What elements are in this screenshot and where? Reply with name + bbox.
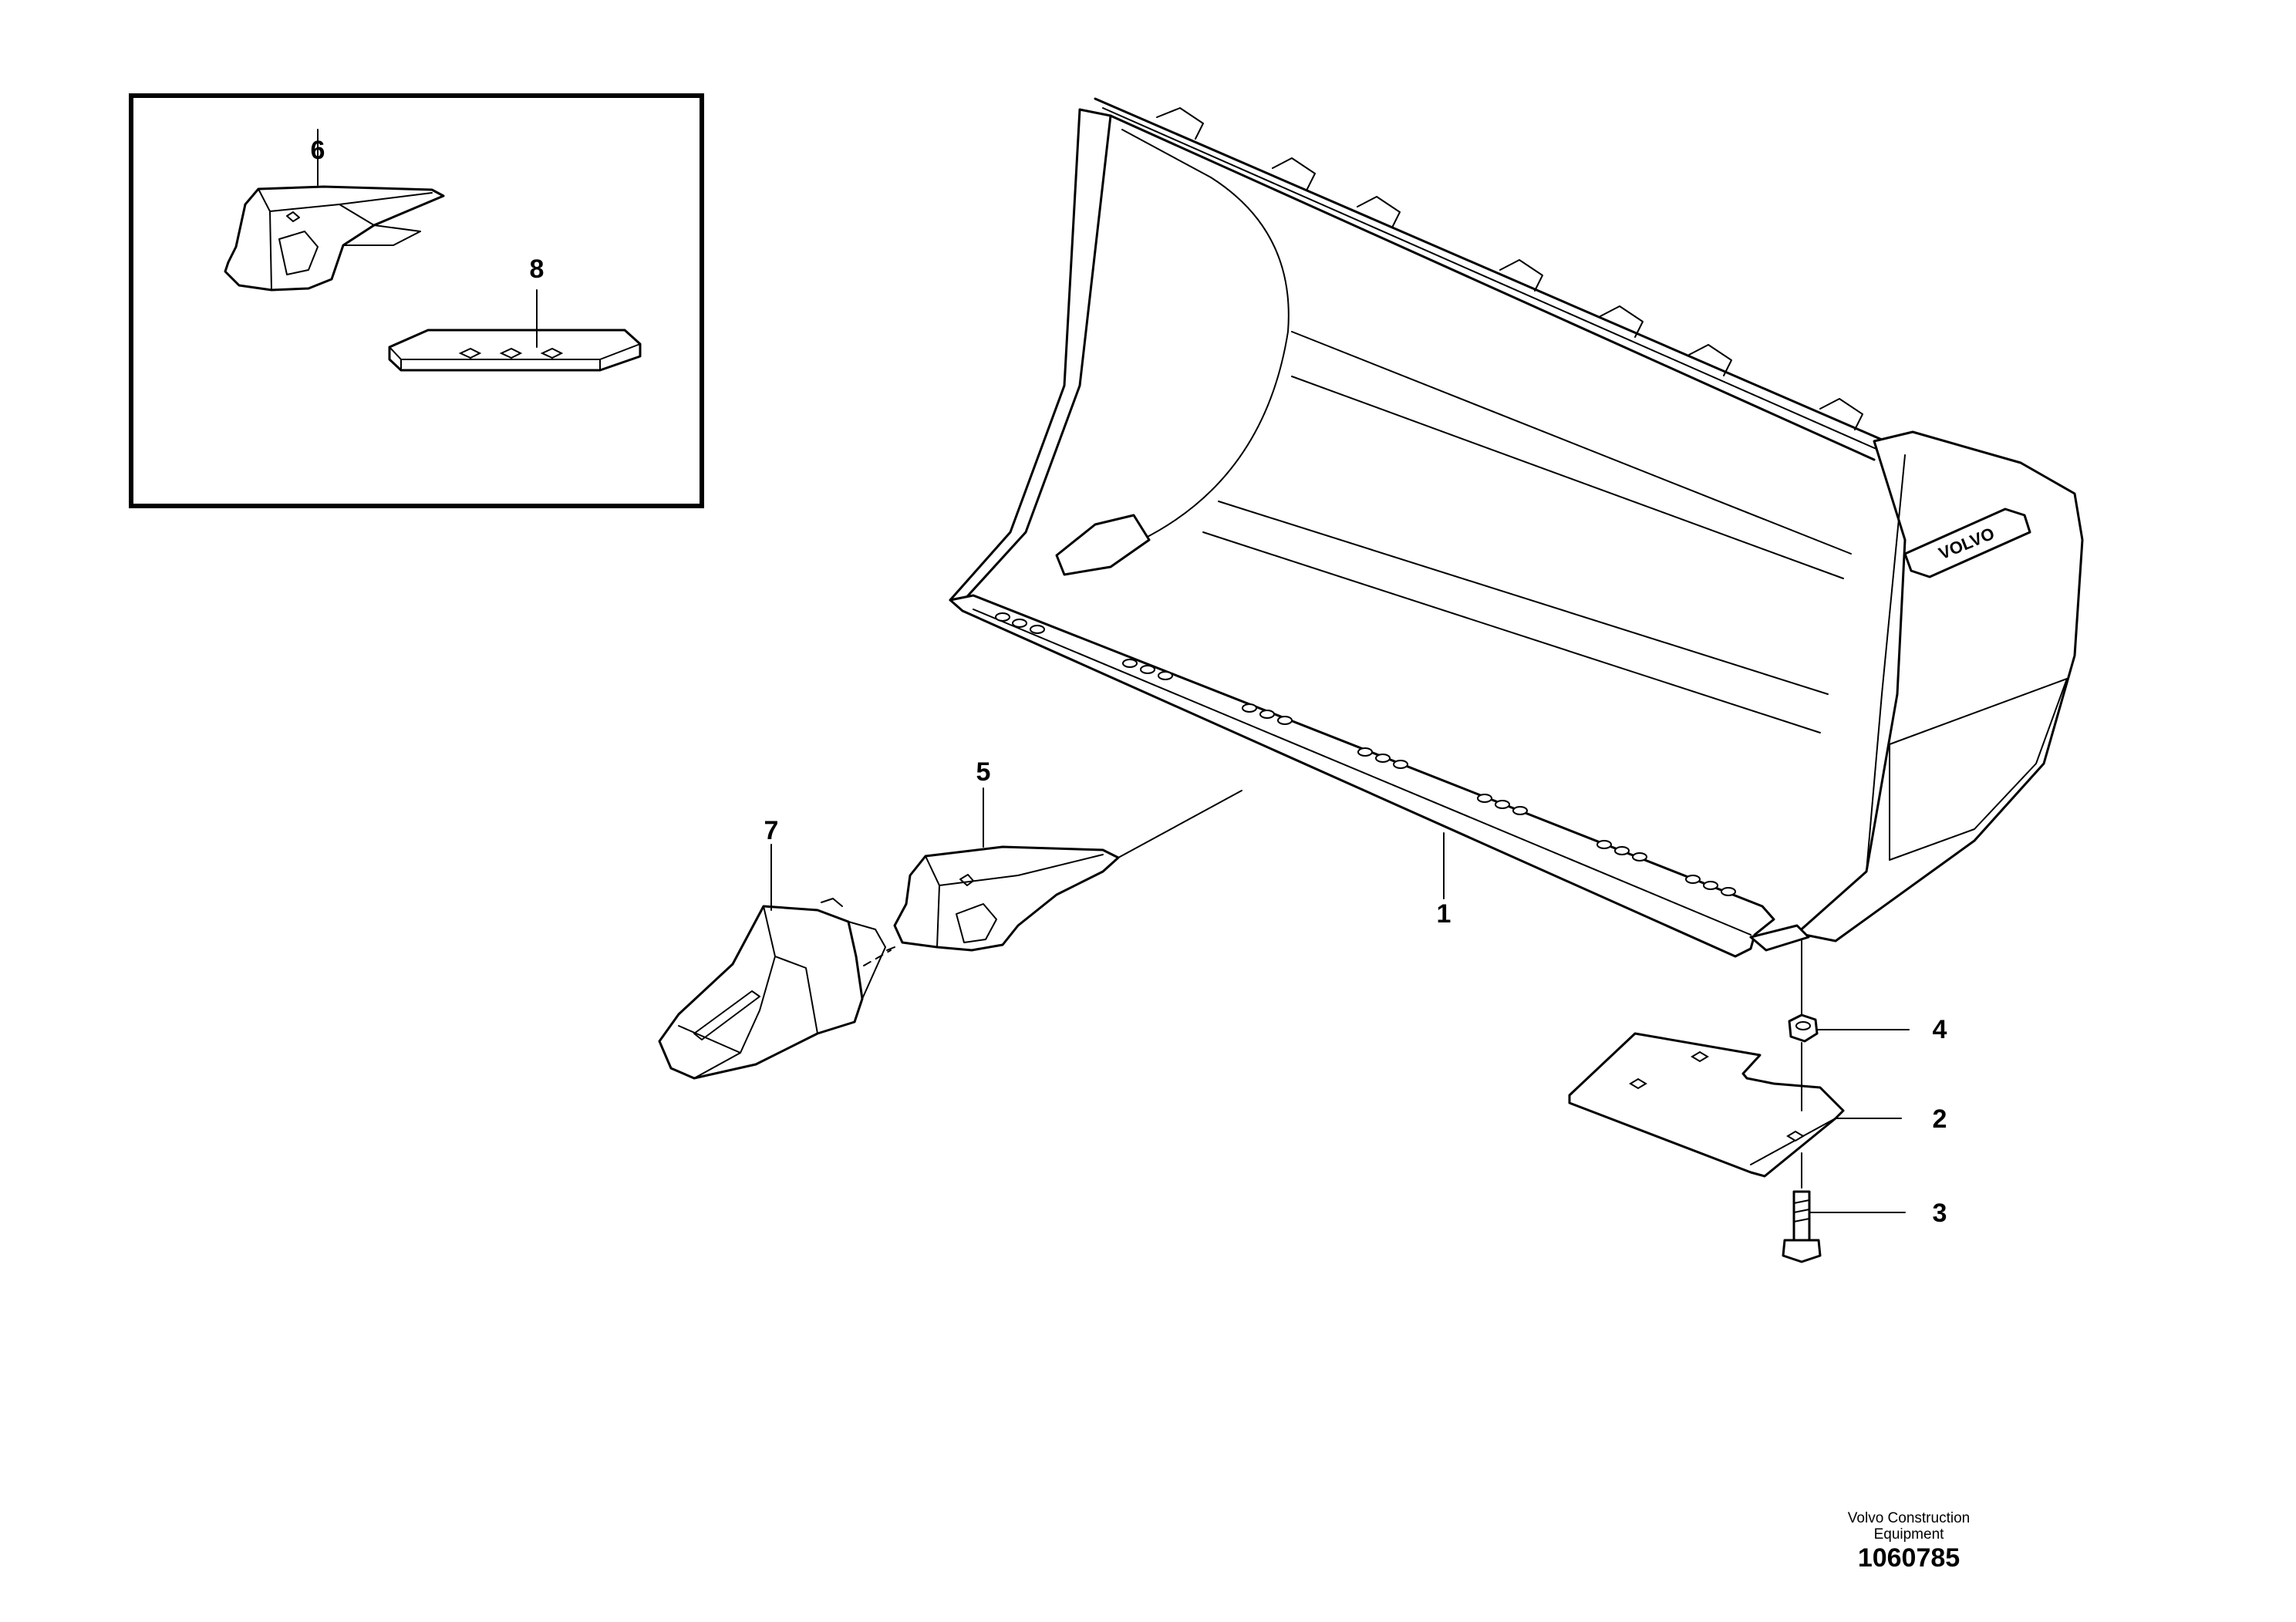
part-8-wear-plate: [388, 329, 642, 372]
part-6-tooth-adapter: [224, 185, 445, 292]
callout-1: 1: [1437, 899, 1451, 929]
footer-company-line2: Equipment: [1873, 1526, 1944, 1543]
cutting-edge-bolt-holes: [995, 612, 1736, 896]
part-4-nut: [1788, 940, 1819, 1043]
callout-8: 8: [530, 255, 544, 284]
callout-2: 2: [1933, 1104, 1947, 1134]
callout-3: 3: [1933, 1199, 1947, 1228]
part-2-shim-plate: [1568, 1032, 1845, 1178]
footer-company-line1: Volvo Construction: [1847, 1510, 1971, 1526]
part-1-bucket: VOLVO: [949, 97, 2084, 958]
part-5-tooth-adapter: [893, 845, 1120, 952]
part-3-bolt: [1782, 1152, 1822, 1263]
callout-4: 4: [1933, 1015, 1947, 1044]
callout-5: 5: [976, 757, 991, 787]
part-7-tooth: [658, 898, 886, 1080]
inset-frame: [129, 93, 704, 508]
drawing-number: 1060785: [1857, 1543, 1961, 1573]
footer-company: Volvo Construction Equipment: [1805, 1510, 2013, 1543]
callout-7: 7: [764, 816, 779, 845]
callout-6: 6: [311, 136, 325, 165]
